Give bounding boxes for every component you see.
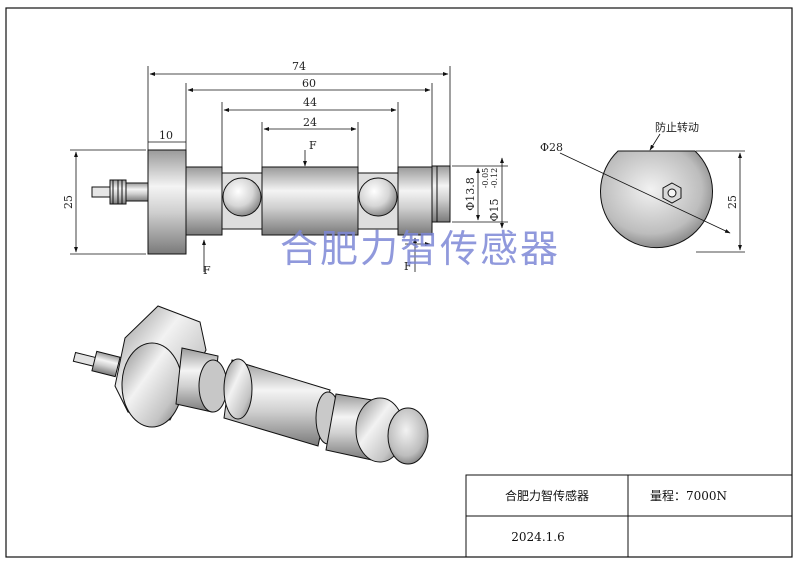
cable-wire xyxy=(91,186,111,198)
dim-dia15: Φ15 xyxy=(488,198,501,221)
title-date: 2024.1.6 xyxy=(511,530,564,544)
iso-end-cap xyxy=(387,407,429,465)
iso-pocket-1 xyxy=(198,359,228,413)
strain-ball-right xyxy=(358,177,398,217)
end-face xyxy=(600,150,713,249)
iso-gland xyxy=(91,350,121,378)
dim-24: 24 xyxy=(303,116,317,129)
front-view xyxy=(91,149,451,255)
side-view xyxy=(559,133,745,253)
isometric-view xyxy=(72,305,429,465)
anti-rot-leader xyxy=(649,133,661,151)
anti-rotation-label: 防止转动 xyxy=(655,120,699,134)
title-block xyxy=(465,474,793,558)
dim-74: 74 xyxy=(292,60,306,73)
title-company: 合肥力智传感器 xyxy=(505,488,589,503)
tol-lower: -0.12 xyxy=(490,168,499,189)
front-dimensions xyxy=(70,66,508,272)
shaft-mid xyxy=(261,166,359,236)
drawing-frame xyxy=(5,7,793,558)
strain-ball-left xyxy=(222,177,262,217)
dim-44: 44 xyxy=(303,96,317,109)
dia28-leader xyxy=(559,152,731,234)
title-range: 量程：7000N xyxy=(650,488,727,503)
force-label-left: F xyxy=(203,264,211,277)
dim-25-right: 25 xyxy=(726,195,739,209)
tol-upper: -0.05 xyxy=(481,168,490,189)
head-block xyxy=(147,149,187,255)
force-label-top: F xyxy=(309,139,317,152)
shaft-left xyxy=(185,166,223,236)
gland-body xyxy=(125,182,149,202)
dim-dia28: Φ28 xyxy=(540,141,563,154)
watermark-text: 合肥力智传感器 xyxy=(280,227,560,271)
end-cap xyxy=(431,165,451,223)
force-label-right: F xyxy=(404,260,412,273)
dim-dia13: Φ13.8 xyxy=(464,177,477,211)
dim-25-left: 25 xyxy=(62,195,75,209)
dim-10: 10 xyxy=(159,129,173,142)
dim-60: 60 xyxy=(302,77,316,90)
shaft-right xyxy=(397,166,433,236)
